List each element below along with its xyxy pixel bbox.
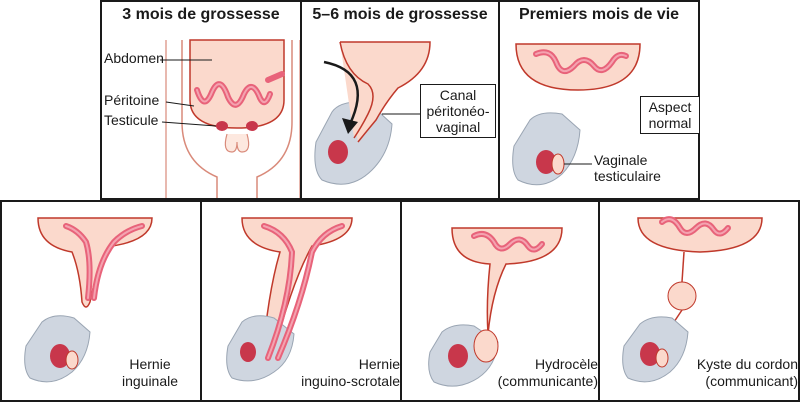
label-aspect-normal: Aspect normal bbox=[640, 96, 700, 134]
label-peritoine: Péritoine bbox=[104, 92, 160, 108]
label-testicule: Testicule bbox=[104, 112, 159, 128]
panel-hernie-inguinale: Hernie inguinale bbox=[0, 200, 202, 402]
hernie-inguinale-illustration bbox=[24, 217, 153, 383]
label-vaginale-testiculaire: Vaginale testiculaire bbox=[594, 152, 661, 184]
panel-title: Premiers mois de vie bbox=[518, 6, 680, 23]
label-abdomen: Abdomen bbox=[104, 50, 164, 66]
panel-title: 5–6 mois de grossesse bbox=[312, 6, 488, 23]
fetus-illustration bbox=[160, 39, 300, 198]
normal-illustration bbox=[512, 43, 641, 186]
hydrocele-illustration bbox=[428, 227, 563, 387]
caption-hernie-inguino-scrotale: Hernie inguino-scrotale bbox=[301, 356, 400, 389]
label-canal-peritoneo-vaginal: Canal péritonéo- vaginal bbox=[420, 84, 496, 138]
caption-hernie-inguinale: Hernie inguinale bbox=[121, 356, 179, 389]
panel-hydrocele: Hydrocèle (communicante) bbox=[400, 200, 600, 402]
hernie-inguino-scrotale-illustration bbox=[226, 217, 353, 382]
panel-kyste-du-cordon: Kyste du cordon (communicant) bbox=[598, 200, 800, 402]
panel-5-6-mois: 5–6 mois de grossesse Canal péritonéo- v… bbox=[300, 0, 500, 200]
caption-hydrocele: Hydrocèle (communicante) bbox=[497, 356, 598, 389]
panel-title: 3 mois de grossesse bbox=[122, 6, 280, 23]
panel-3-mois: 3 mois de grossesse Abdomen Péritoine Te… bbox=[100, 0, 302, 200]
kyste-illustration bbox=[622, 216, 763, 383]
canal-illustration bbox=[314, 41, 431, 185]
panel-hernie-inguino-scrotale: Hernie inguino-scrotale bbox=[200, 200, 402, 402]
panel-premiers-mois: Premiers mois de vie Aspect normal Vagin… bbox=[498, 0, 700, 200]
caption-kyste-du-cordon: Kyste du cordon (communicant) bbox=[696, 356, 798, 389]
